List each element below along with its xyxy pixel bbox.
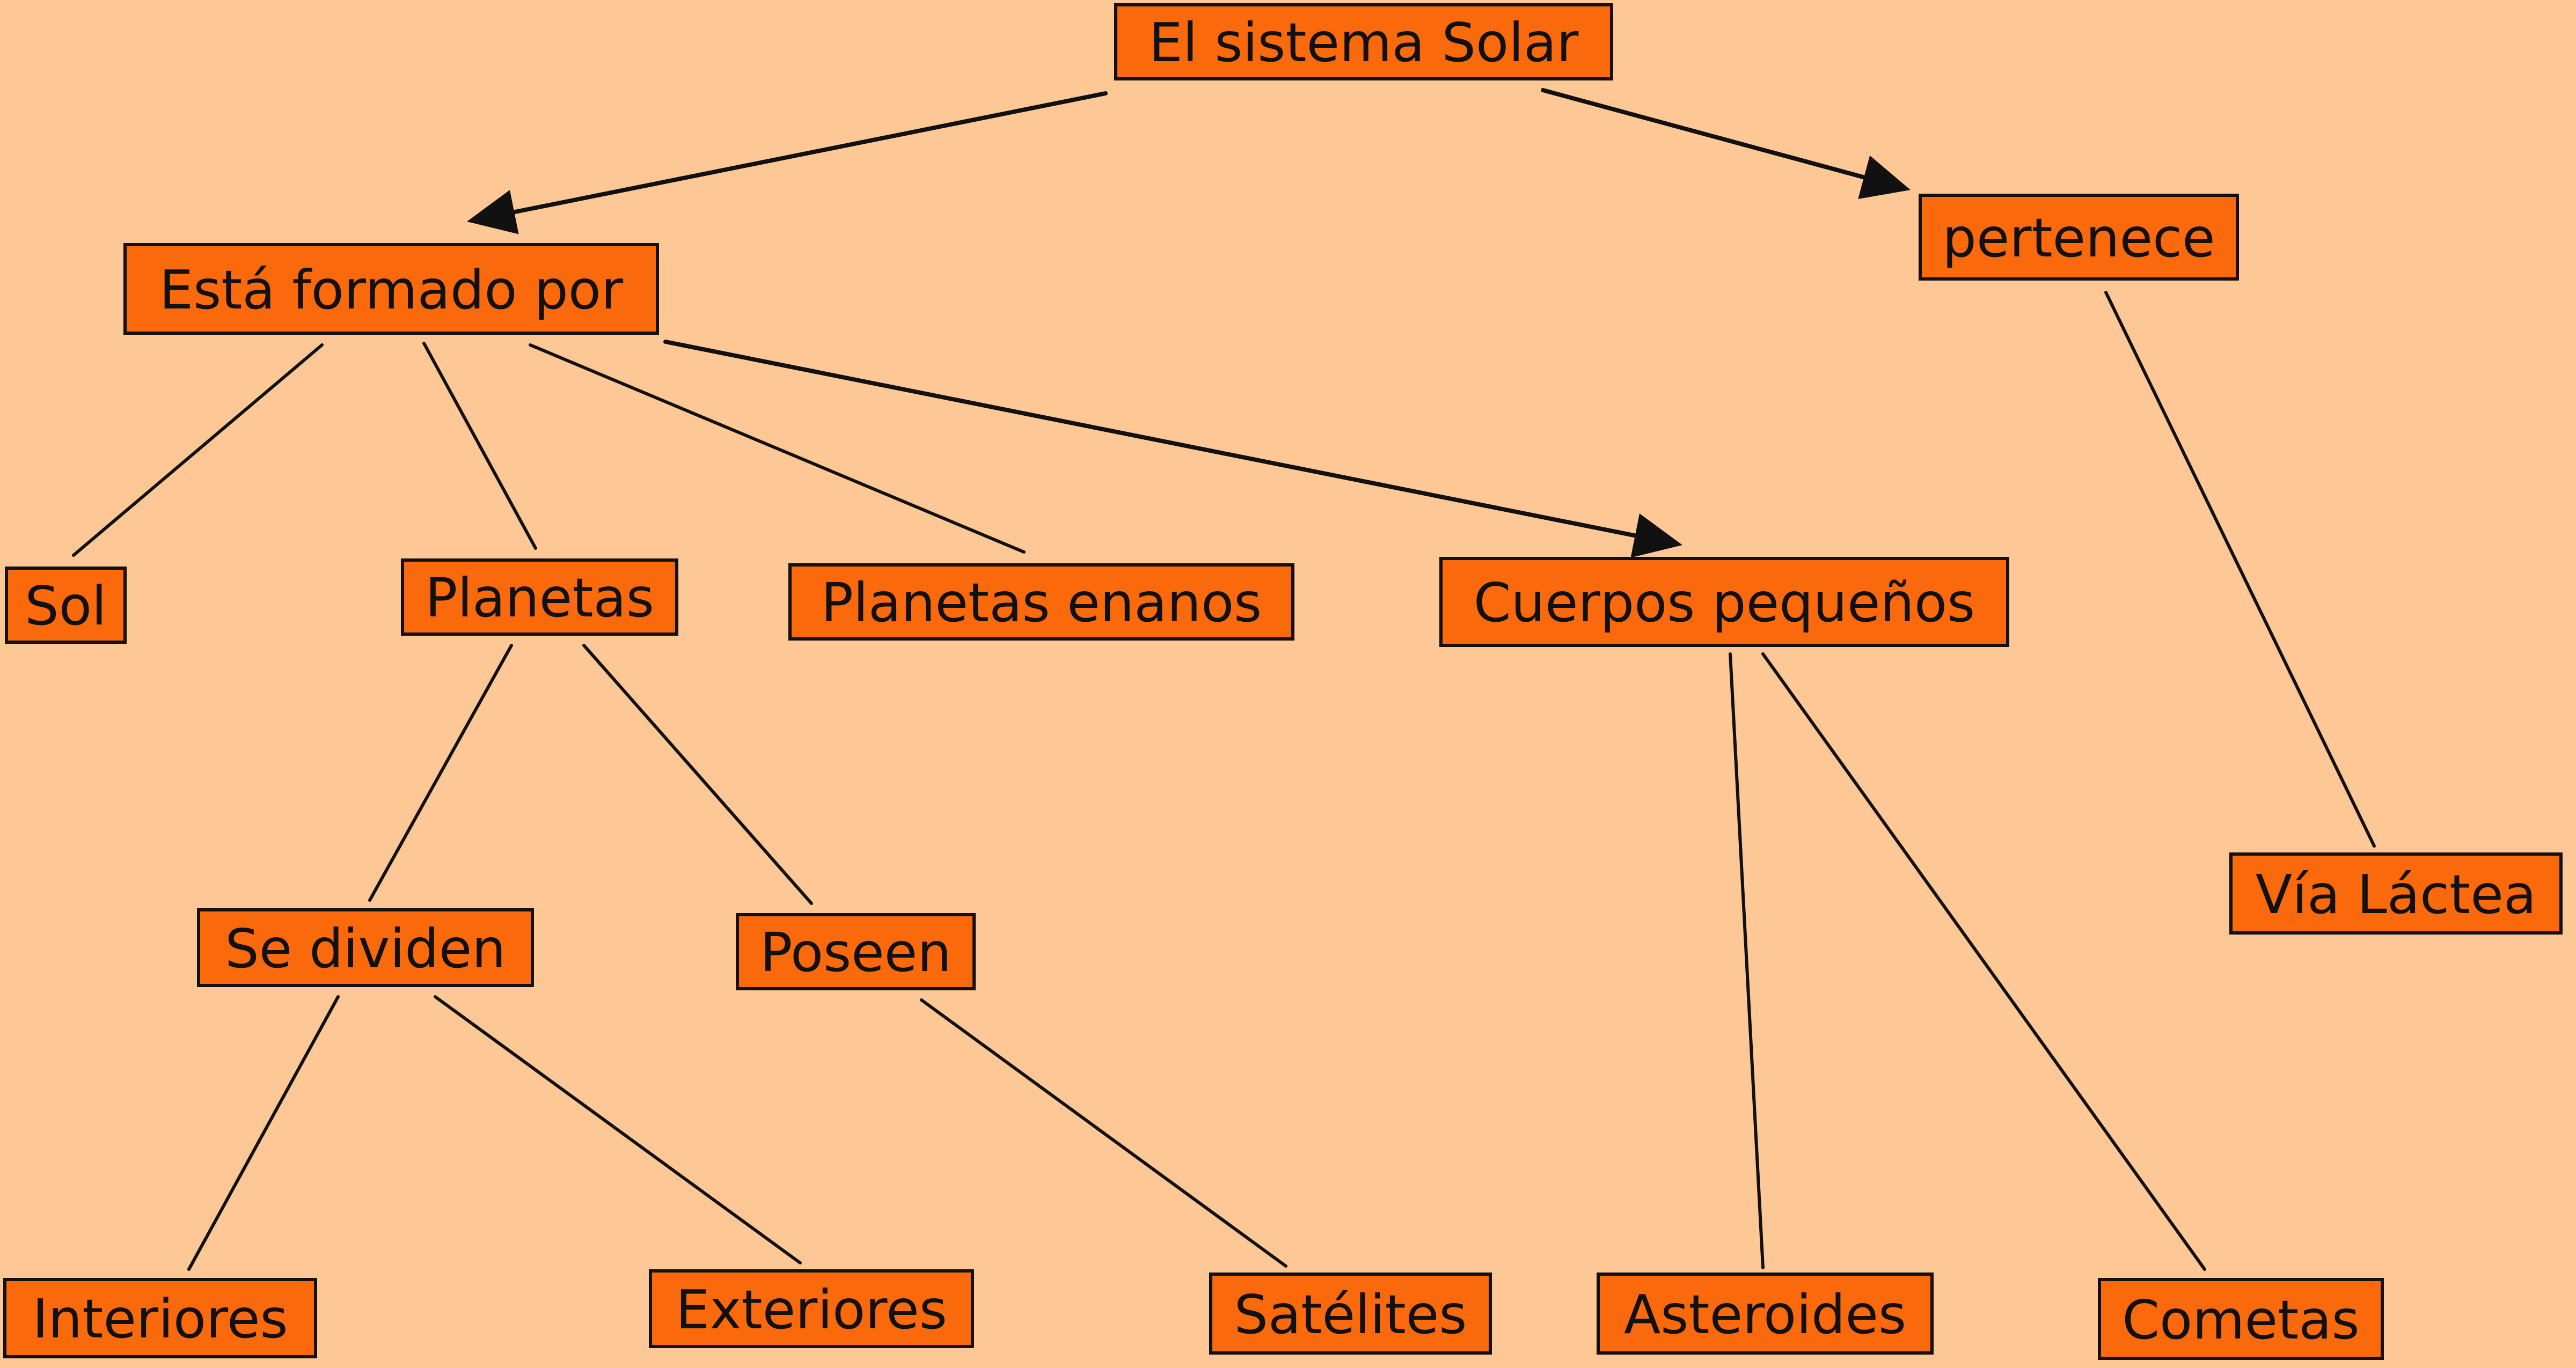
node-poseen: Poseen [736, 913, 976, 990]
node-label: Asteroides [1623, 1283, 1907, 1346]
edge-se_dividen-to-interiores [187, 995, 340, 1271]
arrowhead-icon [467, 190, 519, 234]
node-exteriores: Exteriores [649, 1269, 974, 1348]
arrowhead-icon [1630, 513, 1682, 558]
node-el-sistema-solar: El sistema Solar [1114, 3, 1613, 80]
edge-formado-to-sol [72, 343, 324, 557]
node-cometas: Cometas [2098, 1278, 2384, 1360]
node-label: Satélites [1234, 1283, 1467, 1346]
node-se-dividen: Se dividen [197, 908, 534, 987]
edge-poseen-to-satelites [920, 998, 1287, 1268]
node-label: Cometas [2122, 1288, 2360, 1351]
node-pertenece: pertenece [1919, 194, 2239, 281]
node-label: Planetas enanos [821, 571, 1262, 634]
node-interiores: Interiores [3, 1278, 317, 1358]
edge-cuerpos-to-asteroides [1729, 652, 1765, 1269]
node-asteroides: Asteroides [1597, 1273, 1934, 1355]
edge-formado-to-enanos [529, 343, 1026, 554]
node-label: Poseen [760, 921, 952, 984]
node-sol: Sol [5, 567, 127, 644]
node-label: Interiores [32, 1288, 288, 1350]
node-label: Vía Láctea [2255, 863, 2537, 926]
node-via-lactea: Vía Láctea [2229, 852, 2563, 935]
node-esta-formado-por: Está formado por [123, 243, 659, 335]
node-planetas-enanos: Planetas enanos [788, 563, 1294, 641]
edge-formado-to-planetas [422, 342, 537, 550]
edge-se_dividen-to-exteriores [434, 995, 802, 1264]
node-label: Sol [25, 575, 107, 637]
edge-formado-to-cuerpos [663, 340, 1643, 539]
node-label: El sistema Solar [1148, 11, 1579, 74]
edge-planetas-to-se_dividen [368, 644, 513, 902]
node-planetas: Planetas [401, 558, 678, 636]
arrowhead-icon [1858, 155, 1911, 199]
edge-planetas-to-poseen [582, 644, 813, 905]
edge-root-to-pertenece [1541, 88, 1871, 181]
node-label: Se dividen [225, 917, 506, 980]
edge-pertenece-to-via_lactea [2104, 291, 2376, 848]
edges-layer [72, 88, 2376, 1271]
edge-root-to-formado [507, 91, 1108, 216]
node-satelites: Satélites [1209, 1273, 1492, 1355]
node-label: pertenece [1942, 207, 2215, 269]
node-label: Cuerpos pequeños [1473, 571, 1975, 634]
node-label: Planetas [425, 567, 654, 629]
node-cuerpos-pequenos: Cuerpos pequeños [1439, 557, 2009, 647]
node-label: Exteriores [676, 1278, 947, 1341]
node-label: Está formado por [159, 258, 624, 321]
edge-cuerpos-to-cometas [1761, 652, 2206, 1271]
